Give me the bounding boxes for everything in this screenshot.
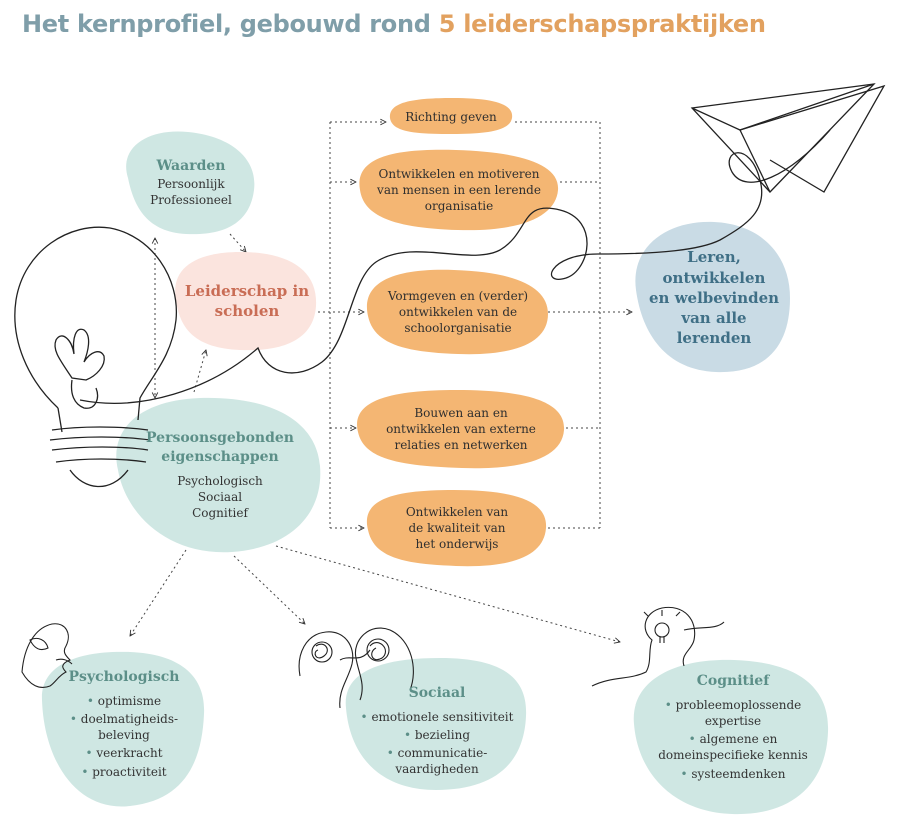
persoonsgebonden-line2: eigenschappen [161,448,279,465]
praktijk-line: Ontwikkelen en motiveren [378,166,540,181]
leiderschap-blob [175,252,317,351]
psychologisch-list: optimisme doelmatigheids- beleving veerk… [70,691,178,782]
head-profile-icon [21,623,73,689]
persoonsgebonden-node: Persoonsgebonden eigenschappen Psycholog… [124,410,316,540]
praktijk-line: ontwikkelen van externe [386,421,536,436]
psychologisch-title: Psychologisch [68,669,180,685]
bouwen-blob [357,390,565,469]
vormgeven-blob [366,269,548,355]
leren-node: Leren, ontwikkelen en welbevinden van al… [640,228,788,368]
leiderschap-line1: Leiderschap in [184,281,310,300]
page-title: Het kernprofiel, gebouwd rond 5 leidersc… [22,10,766,38]
persoonsgebonden-item: Psychologisch [177,473,263,488]
praktijk-bouwen: Bouwen aan en ontwikkelen van externe re… [360,392,562,466]
cognitief-list: probleemoplossende expertise algemene en… [658,695,808,784]
title-main: Het kernprofiel, gebouwd rond [22,10,439,38]
praktijk-line: organisatie [424,199,494,214]
sociaal-title: Sociaal [408,685,466,701]
leren-line: Leren, [687,248,741,267]
sociaal-list: emotionele sensitiviteit bezieling commu… [361,707,514,780]
praktijk-kwaliteit: Ontwikkelen van de kwaliteit van het ond… [370,492,544,564]
waarden-item: Professioneel [150,193,232,208]
praktijk-line: Ontwikkelen van [405,504,509,519]
leiderschap-node: Leiderschap in scholen [180,256,314,346]
waarden-title: Waarden [156,158,226,175]
lightbulb-icon [14,226,177,488]
waarden-item: Persoonlijk [157,177,225,192]
psychologisch-item: optimisme [70,693,178,709]
sociaal-item: bezieling [361,727,514,743]
arrow-waarden-leiderschap [229,233,246,252]
praktijk-vormgeven: Vormgeven en (verder) ontwikkelen van de… [370,272,546,352]
arrow-to-psychologisch [130,549,187,636]
two-heads-icon [298,627,414,709]
persoonsgebonden-line1: Persoonsgebonden [146,429,294,446]
praktijk-line: Vormgeven en (verder) [387,288,529,303]
cognitief-item: algemene en domeinspecifieke kennis [658,731,808,763]
sociaal-item: emotionele sensitiviteit [361,709,513,725]
praktijk-line: relaties en netwerken [394,438,528,453]
connector-lines [130,122,632,642]
psychologisch-item: doelmatigheids- beleving [70,711,178,743]
richting-blob [389,98,513,134]
cognitief-item: probleemoplossende expertise [658,697,808,729]
title-highlight: 5 leiderschapspraktijken [438,10,766,38]
praktijk-line: ontwikkelen van de [398,304,518,319]
leren-line: lerenden [676,329,752,348]
cognitief-item: systeemdenken [658,766,808,782]
praktijk-line: de kwaliteit van [408,520,506,535]
kwaliteit-blob [366,490,547,567]
psychologisch-node: Psychologisch optimisme doelmatigheids- … [46,662,202,802]
leren-blob [635,221,790,373]
praktijk-line: Richting geven [405,109,497,124]
waarden-blob [126,131,255,235]
praktijk-line: het onderwijs [415,537,499,552]
cognitief-title: Cognitief [696,673,770,689]
psychologisch-item: veerkracht [70,745,178,761]
sociaal-node: Sociaal emotionele sensitiviteit bezieli… [350,680,524,784]
persoonsgebonden-item: Cognitief [192,505,248,520]
praktijk-ontwikkelen-motiveren: Ontwikkelen en motiveren van mensen in e… [362,152,556,228]
praktijk-richting-geven: Richting geven [392,100,510,134]
arrow-persoon-leiderschap [193,350,206,393]
flow-line [79,129,831,404]
praktijk-line: Bouwen aan en [414,405,508,420]
leiderschap-line2: scholen [214,302,280,320]
psychologisch-item: proactiviteit [70,764,178,780]
sociaal-item: communicatie- vaardigheden [361,745,514,777]
praktijk-line: van mensen in een lerende [377,182,541,197]
paper-plane-icon [690,83,886,193]
cognitief-node: Cognitief probleemoplossende expertise a… [640,670,826,800]
head-lightbulb-icon [591,606,725,687]
leren-line: ontwikkelen [662,268,766,287]
praktijk-line: schoolorganisatie [404,321,512,336]
persoonsgebonden-item: Sociaal [197,489,243,504]
waarden-node: Waarden Persoonlijk Professioneel [132,138,250,228]
motiveren-blob [359,149,559,231]
leren-line: en welbevinden [648,288,780,307]
leren-line: van alle [681,309,747,328]
arrow-to-sociaal [233,555,305,624]
persoonsgebonden-blob [116,397,321,553]
